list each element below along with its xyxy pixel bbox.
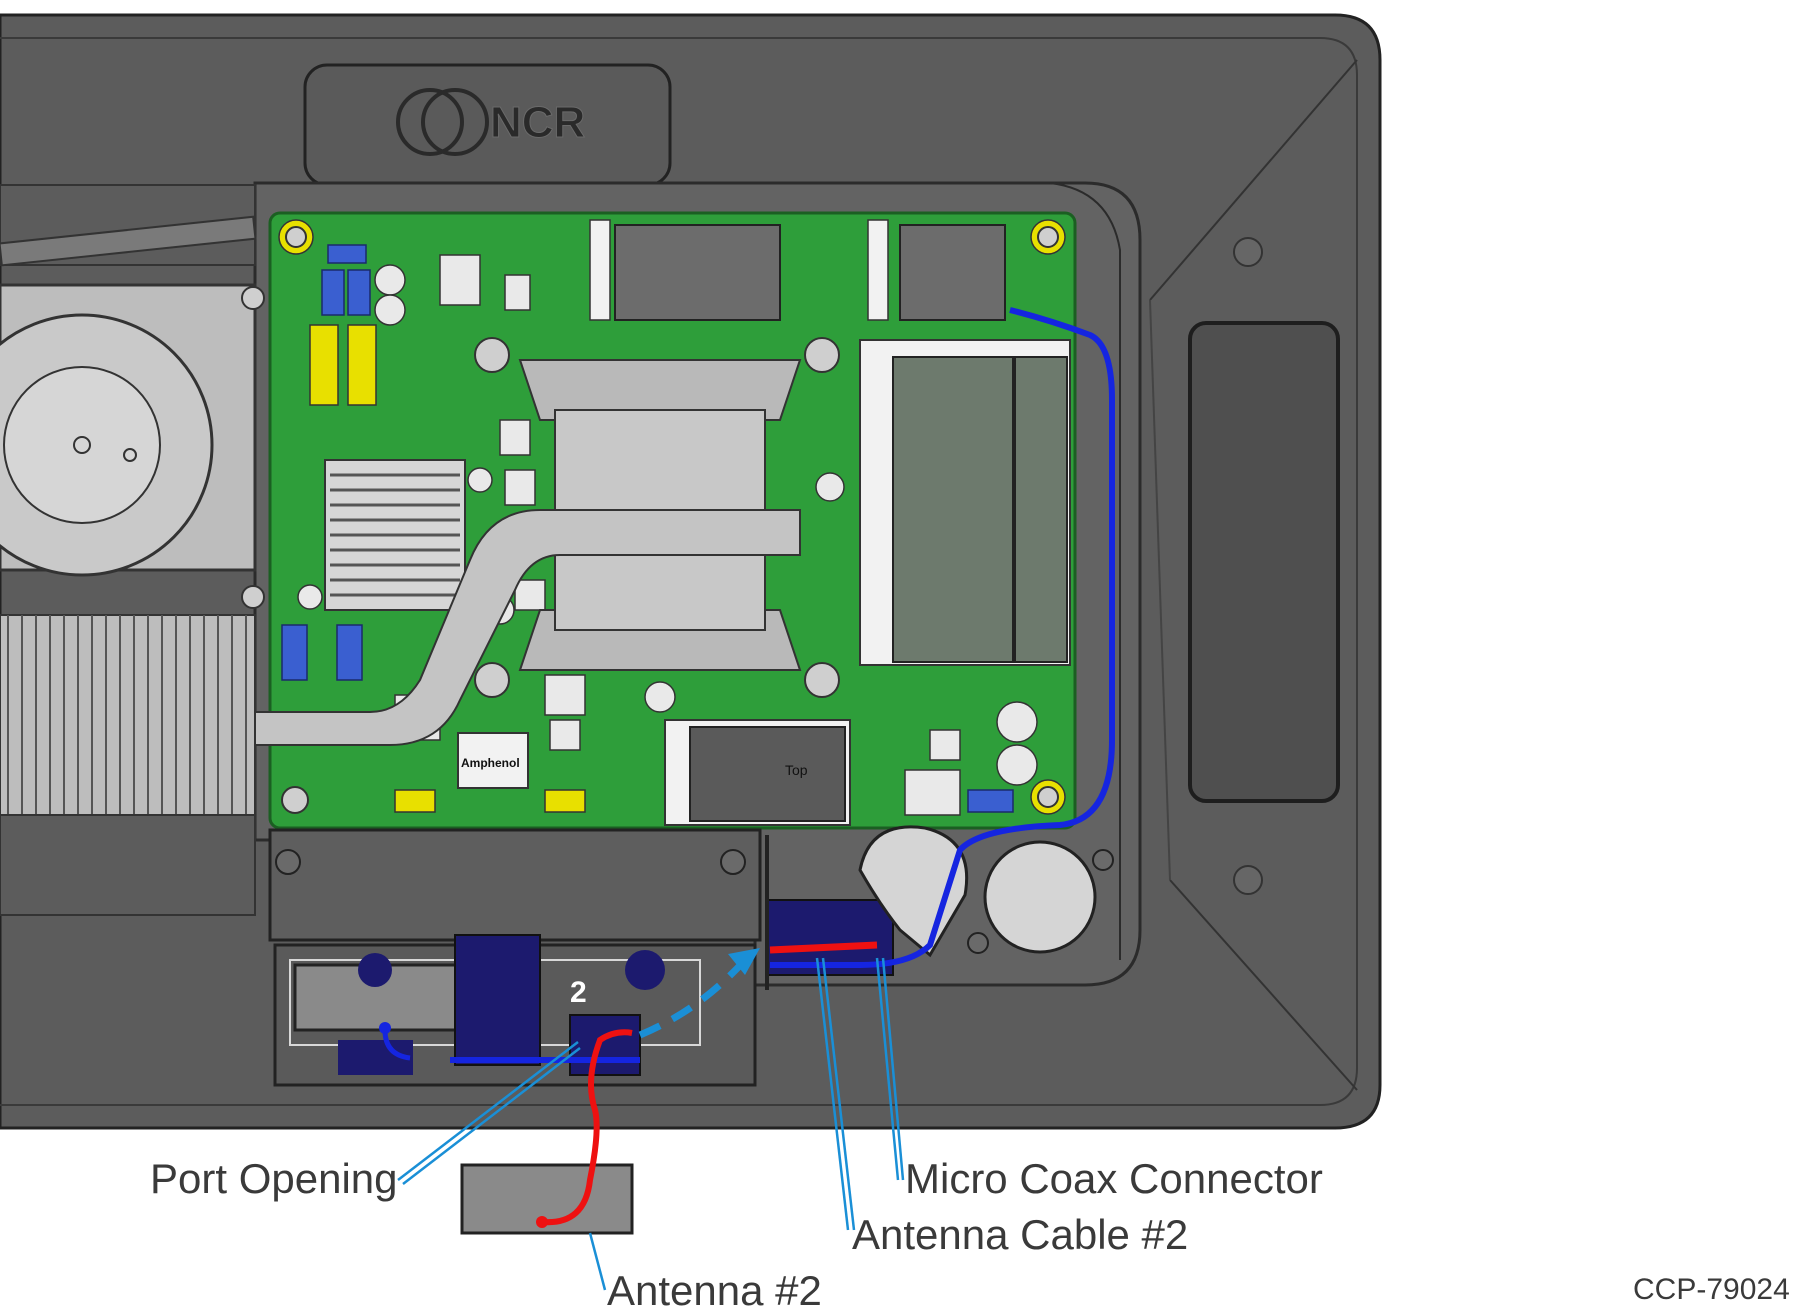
callout-antenna: Antenna #2 [607,1267,822,1314]
port-opening-area: 2 [289,934,701,1076]
chassis-inner-rim [0,37,1358,1106]
routing-arrow [638,957,748,1039]
port-opening [569,1014,641,1076]
m2-module: Top [664,719,851,826]
battery-compartment [1188,321,1340,803]
antenna-lead-red [542,1029,633,1226]
amphenol-connector: Amphenol [457,732,529,789]
vrm-heatsink [324,459,466,611]
antenna-cable-red [769,941,878,954]
document-id: CCP-79024 [1633,1273,1790,1306]
motherboard: Top Amphenol [241,211,1077,830]
module-marking: Top [785,762,808,778]
fan-housing [0,184,257,916]
cpu-heatpipe [254,359,802,746]
antenna-2 [460,1163,634,1235]
callout-antenna-cable: Antenna Cable #2 [852,1211,1189,1258]
callout-micro-coax-connector: Micro Coax Connector [905,1155,1323,1202]
ncr-logo-tab: NCR [303,63,672,187]
ncr-logo-text: NCR [490,98,585,147]
leader-lines [397,957,905,1291]
callout-port-opening: Port Opening [150,1155,398,1202]
port-number: 2 [570,976,587,1009]
antenna-cable-blue [770,307,1115,968]
ram-module [859,339,1071,666]
connector-brand: Amphenol [461,756,520,770]
ncr-logo-icon [396,88,489,156]
